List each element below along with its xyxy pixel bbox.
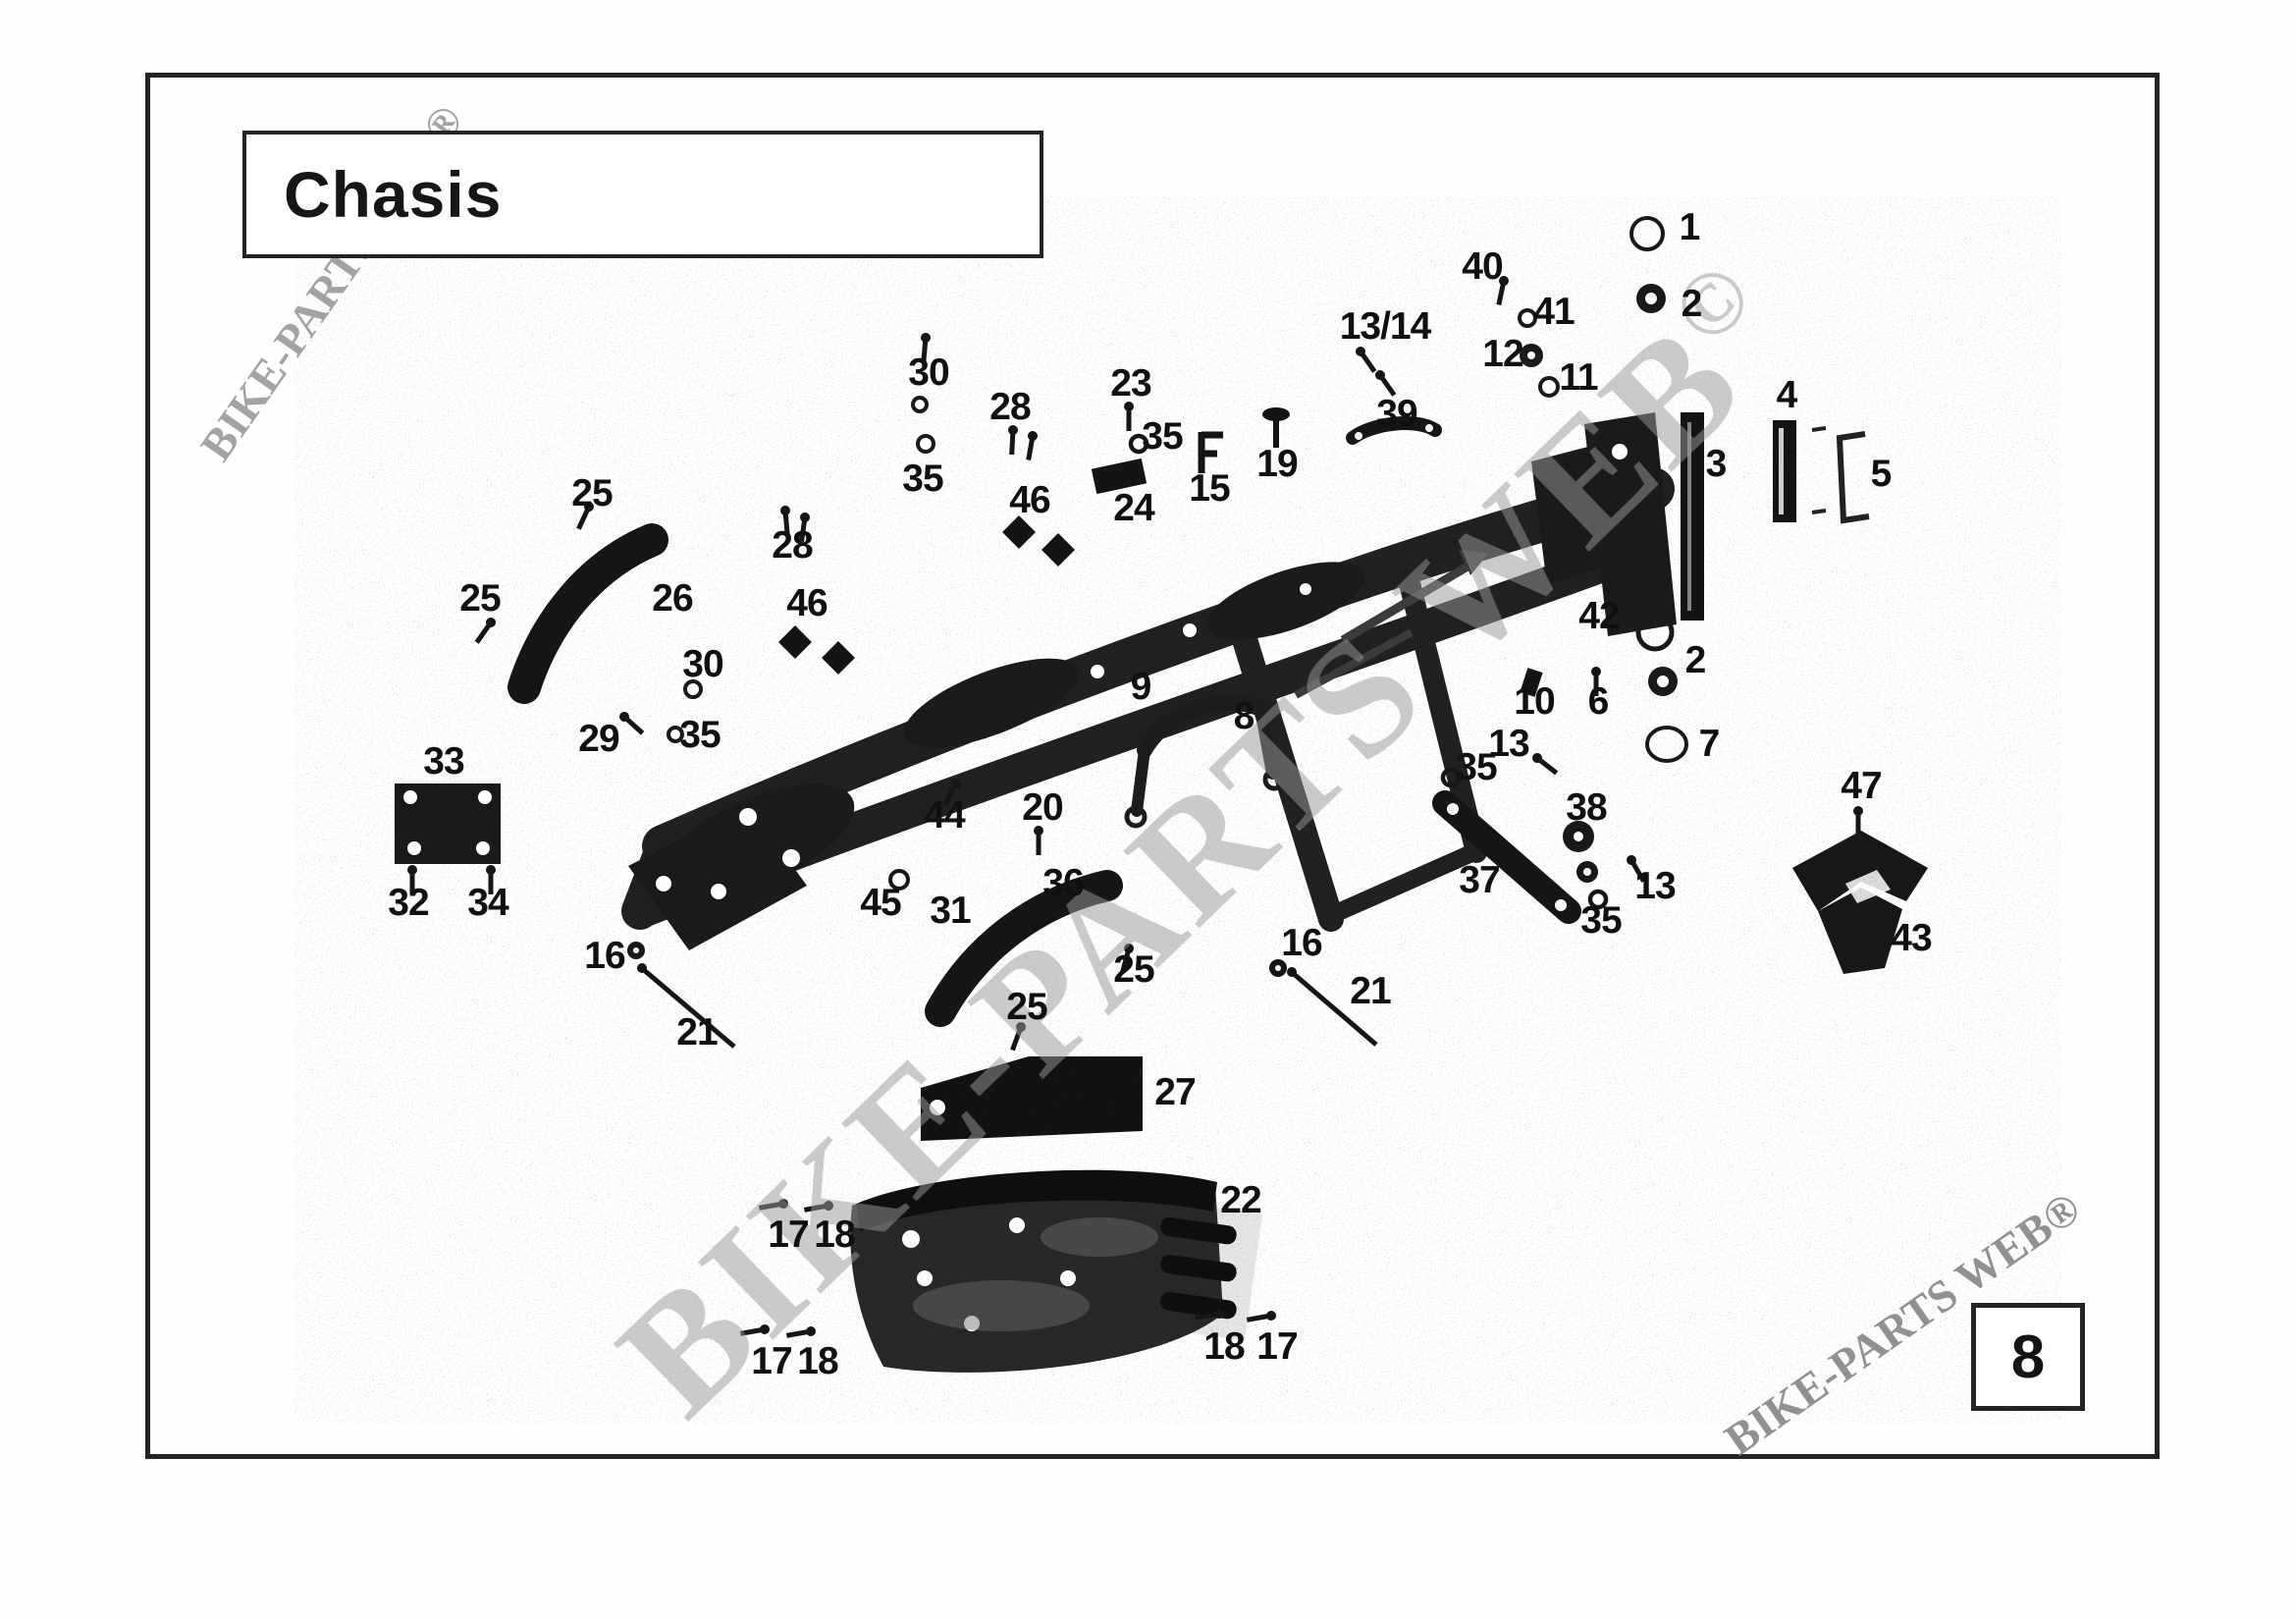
- part-label-17-61: 17: [751, 1340, 792, 1382]
- part-label-34-45: 34: [467, 882, 508, 924]
- part-label-13-43: 13: [1634, 865, 1676, 907]
- part-label-32-44: 32: [388, 882, 429, 924]
- part-label-28-21: 28: [772, 524, 813, 567]
- part-label-33-37: 33: [423, 740, 464, 783]
- part-label-13-14-6: 13/14: [1339, 305, 1432, 348]
- part-label-25-20: 25: [571, 472, 613, 514]
- part-label-45-46: 45: [860, 882, 901, 924]
- part-label-2-27: 2: [1684, 639, 1707, 681]
- part-label-31-49: 31: [930, 890, 971, 932]
- scan-grain: [294, 196, 2061, 1424]
- part-label-7-34: 7: [1698, 723, 1721, 765]
- part-label-20-40: 20: [1022, 786, 1063, 829]
- part-label-28-13: 28: [989, 386, 1031, 428]
- part-label-47-41: 47: [1841, 765, 1882, 807]
- part-label-25-54: 25: [1006, 986, 1047, 1028]
- part-label-17-64: 17: [1256, 1325, 1298, 1368]
- part-label-37-42: 37: [1459, 859, 1500, 901]
- part-label-30-26: 30: [682, 643, 723, 685]
- part-label-25-23: 25: [459, 577, 501, 620]
- part-label-2-1: 2: [1681, 283, 1703, 325]
- part-label-11-5: 11: [1559, 356, 1598, 399]
- part-label-36-47: 36: [1042, 862, 1084, 904]
- part-label-46-19: 46: [1009, 479, 1050, 521]
- part-label-30-11: 30: [908, 351, 949, 394]
- part-label-12-4: 12: [1482, 333, 1523, 375]
- part-label-35-12: 35: [902, 458, 943, 500]
- part-label-22-58: 22: [1220, 1179, 1261, 1221]
- part-label-35-48: 35: [1580, 899, 1622, 942]
- part-label-23-14: 23: [1110, 362, 1151, 405]
- part-label-42-25: 42: [1578, 595, 1620, 637]
- part-label-21-55: 21: [676, 1011, 718, 1053]
- part-label-16-52: 16: [1281, 922, 1322, 964]
- part-label-35-36: 35: [1456, 746, 1497, 788]
- part-label-27-57: 27: [1154, 1071, 1196, 1113]
- part-label-15-17: 15: [1189, 467, 1230, 510]
- part-label-44-39: 44: [924, 794, 965, 837]
- part-label-18-60: 18: [814, 1214, 855, 1256]
- part-label-8-29: 8: [1233, 695, 1255, 737]
- part-label-4-8: 4: [1776, 374, 1798, 416]
- part-label-26-22: 26: [652, 577, 693, 620]
- part-label-3-9: 3: [1705, 443, 1728, 485]
- part-label-19-18: 19: [1256, 443, 1298, 485]
- page-title: Chasis: [284, 158, 503, 231]
- part-label-17-59: 17: [768, 1214, 809, 1256]
- part-label-35-32: 35: [679, 714, 721, 756]
- part-label-21-56: 21: [1350, 970, 1391, 1012]
- part-label-10-30: 10: [1514, 680, 1555, 723]
- part-label-16-51: 16: [584, 935, 625, 977]
- part-label-29-33: 29: [578, 718, 619, 760]
- part-label-1-0: 1: [1679, 206, 1701, 248]
- page-number: 8: [2010, 1323, 2046, 1391]
- part-label-13-35: 13: [1488, 723, 1529, 765]
- part-label-9-28: 9: [1130, 666, 1152, 708]
- part-label-43-53: 43: [1891, 917, 1932, 959]
- part-label-18-63: 18: [1203, 1325, 1245, 1368]
- part-label-41-3: 41: [1533, 291, 1575, 333]
- part-label-5-10: 5: [1870, 453, 1893, 495]
- title-box: Chasis: [242, 131, 1043, 258]
- part-label-46-24: 46: [786, 582, 828, 624]
- part-label-24-16: 24: [1113, 487, 1154, 529]
- part-label-40-2: 40: [1462, 245, 1503, 288]
- part-label-39-7: 39: [1376, 393, 1417, 435]
- part-label-6-31: 6: [1587, 680, 1610, 723]
- part-label-38-38: 38: [1566, 786, 1607, 829]
- page-border: [145, 73, 2160, 1459]
- page-number-box: 8: [1971, 1303, 2085, 1411]
- part-label-18-62: 18: [797, 1340, 838, 1382]
- part-label-35-15: 35: [1142, 415, 1183, 458]
- part-label-25-50: 25: [1113, 948, 1154, 991]
